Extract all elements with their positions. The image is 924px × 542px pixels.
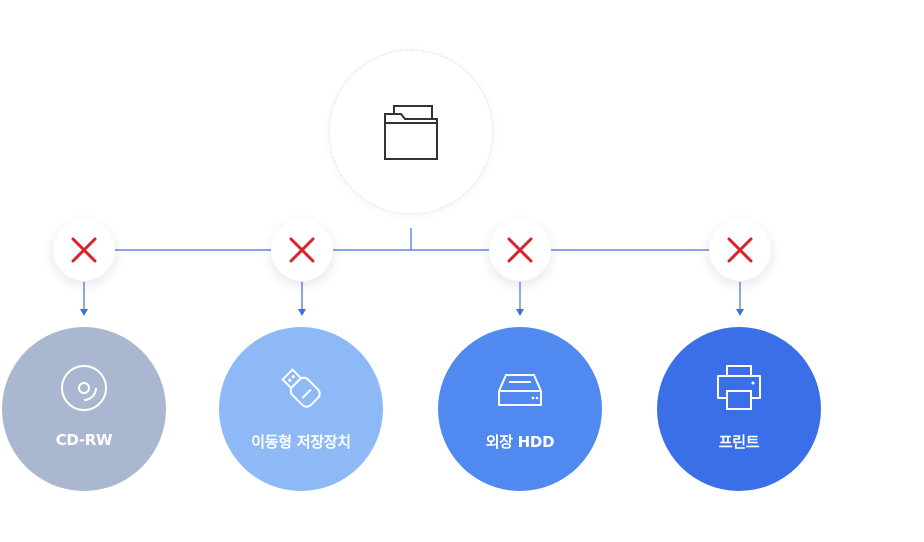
device-usb-storage: 이동형 저장장치 — [219, 327, 383, 491]
block-node-usb — [271, 219, 333, 281]
branch-printer — [736, 282, 744, 316]
block-node-hdd — [489, 219, 551, 281]
red-x-icon — [727, 237, 753, 263]
branch-cd-rw — [80, 282, 88, 316]
hard-drive-icon — [498, 374, 542, 406]
device-label: 이동형 저장장치 — [251, 433, 351, 451]
device-external-hdd: 외장 HDD — [438, 327, 602, 491]
printer-icon — [717, 365, 761, 410]
device-label: CD-RW — [55, 431, 113, 449]
folder-icon — [384, 105, 438, 160]
branch-hdd — [516, 282, 524, 316]
disc-icon — [61, 365, 107, 411]
source-node — [329, 50, 493, 214]
branch-usb — [298, 282, 306, 316]
red-x-icon — [71, 237, 97, 263]
red-x-icon — [289, 237, 315, 263]
device-cd-rw: CD-RW — [2, 327, 166, 491]
usb-drive-icon — [281, 368, 321, 408]
block-node-printer — [709, 219, 771, 281]
device-label: 외장 HDD — [485, 433, 555, 451]
device-printer: 프린트 — [657, 327, 821, 491]
red-x-icon — [507, 237, 533, 263]
block-node-cd-rw — [53, 219, 115, 281]
device-label: 프린트 — [718, 433, 760, 451]
